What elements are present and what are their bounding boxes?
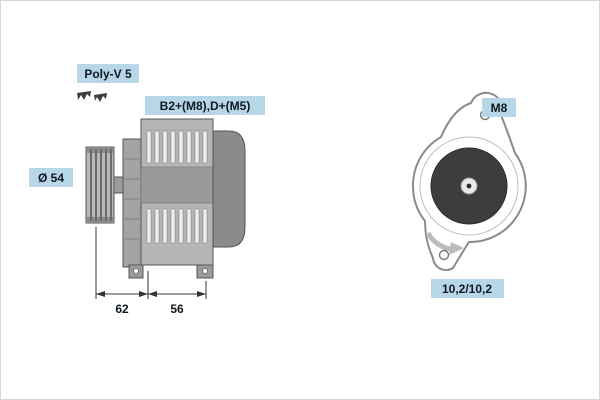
front-bracket <box>122 138 142 268</box>
housing <box>140 118 214 266</box>
rear-view <box>411 91 527 271</box>
label-belt-type-text: Poly-V 5 <box>84 67 132 81</box>
labels: Poly-V 5 B2+(M8),D+(M5) Ø 54 M8 10,2/10,… <box>29 64 516 298</box>
vent-slots-top <box>146 130 208 164</box>
label-belt-type: Poly-V 5 <box>77 64 139 83</box>
shaft <box>113 176 124 194</box>
rotation-arrow-icon <box>425 231 464 255</box>
mount-hole-bottom <box>438 249 450 261</box>
dimension-value-56: 56 <box>170 302 184 316</box>
vent-slots-bottom <box>146 208 208 244</box>
label-hole-diameters-text: 10,2/10,2 <box>442 282 492 296</box>
label-thread-text: M8 <box>491 101 508 115</box>
label-terminals: B2+(M8),D+(M5) <box>145 96 265 115</box>
belt-profile-icon <box>77 91 107 102</box>
inner-ring <box>419 136 519 236</box>
shaft-center-dot <box>466 183 472 189</box>
side-view: 62 56 <box>77 91 246 316</box>
label-hole-diameters: 10,2/10,2 <box>431 279 504 298</box>
mounting-feet <box>128 264 214 279</box>
dimension-lines <box>95 227 207 299</box>
pulley <box>85 146 115 224</box>
label-pulley-diameter-text: Ø 54 <box>38 171 64 185</box>
dimension-value-62: 62 <box>115 302 129 316</box>
label-terminals-text: B2+(M8),D+(M5) <box>160 99 251 113</box>
rear-housing <box>212 130 246 248</box>
label-thread: M8 <box>482 98 516 117</box>
label-pulley-diameter: Ø 54 <box>29 168 73 187</box>
